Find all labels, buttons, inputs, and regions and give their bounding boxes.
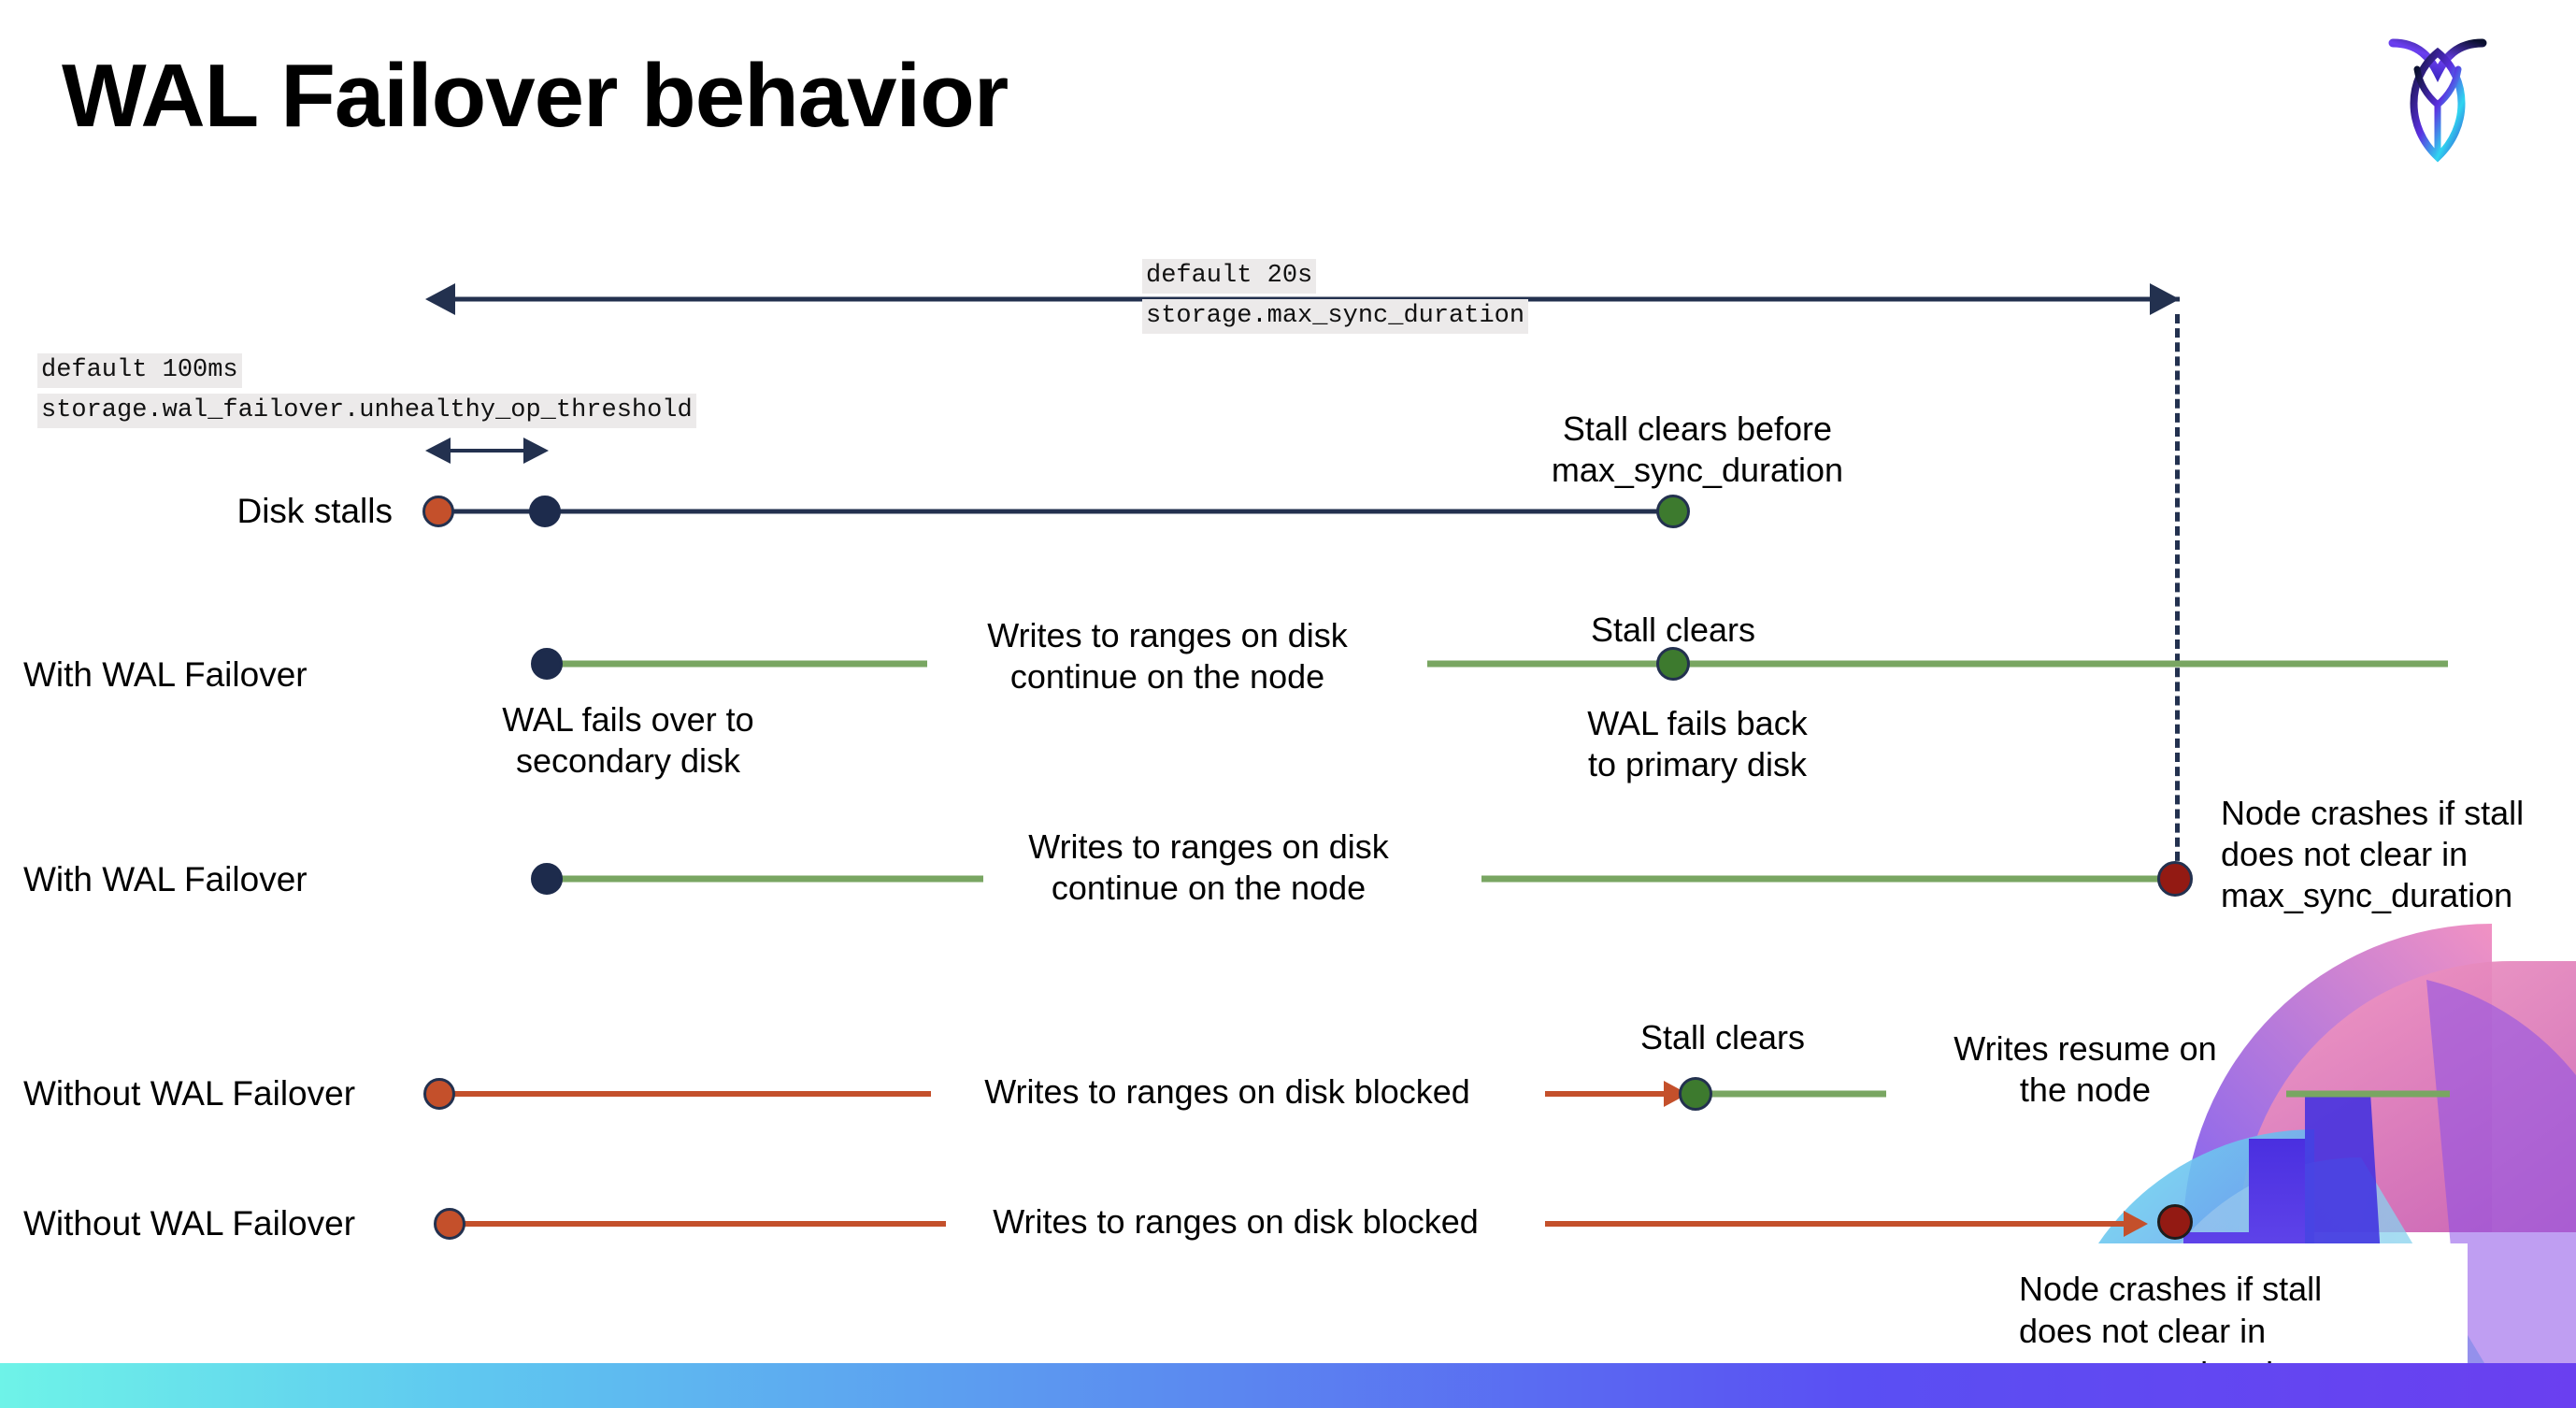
without-wal-failover-1-blocked-line-b	[1545, 1091, 1676, 1097]
max-sync-duration-setting-label: storage.max_sync_duration	[1142, 299, 1529, 334]
note-stall-clears-row4: Stall clears	[1639, 1018, 1806, 1056]
note-writes-resume-on-the-node: Writes resume on the node	[1953, 1029, 2217, 1109]
with-wal-failover-1-timeline-left	[546, 660, 927, 668]
unhealthy-op-span-left-arrowhead	[425, 438, 451, 464]
with-wal-failover-2-timeline-right	[1481, 875, 2175, 883]
without-wal-failover-2-blocked-line-b	[1545, 1221, 2129, 1227]
row-label-with-wal-failover-1: With WAL Failover	[23, 655, 308, 694]
note-wal-fails-back-to-primary-disk: WAL fails back to primary disk	[1587, 704, 1808, 783]
unhealthy-op-span-right-arrowhead	[523, 438, 549, 464]
note-node-crashes-row3: Node crashes if stall does not clear in …	[2221, 794, 2525, 914]
row-label-without-wal-failover-1: Without WAL Failover	[23, 1074, 356, 1113]
without-wal-failover-2-crash-dot	[2157, 1204, 2193, 1240]
with-wal-failover-1-timeline-right	[1427, 660, 2448, 668]
unhealthy-op-threshold-span-line	[449, 449, 529, 453]
without-wal-failover-1-clear-dot	[1679, 1077, 1712, 1111]
note-stall-clears-row2: Stall clears	[1590, 611, 1756, 649]
without-wal-failover-1-resume-line-b	[2286, 1090, 2450, 1098]
max-sync-span-left-arrowhead	[425, 283, 455, 315]
note-stall-clears-before-max-sync: Stall clears before max_sync_duration	[1551, 409, 1844, 489]
without-wal-failover-1-blocked-line-a	[447, 1091, 931, 1097]
cockroachdb-logo-icon	[2388, 38, 2487, 163]
without-wal-failover-2-blocked-arrowhead	[2124, 1211, 2148, 1237]
note-writes-blocked-row4: Writes to ranges on disk blocked	[984, 1072, 1470, 1111]
page-title: WAL Failover behavior	[62, 46, 1009, 146]
note-wal-fails-over-to-secondary-disk: WAL fails over to secondary disk	[502, 700, 754, 780]
row-label-without-wal-failover-2: Without WAL Failover	[23, 1204, 356, 1243]
disk-stalls-detect-dot	[529, 496, 561, 527]
note-writes-continue-row3: Writes to ranges on disk continue on the…	[1028, 827, 1389, 907]
disk-stalls-timeline	[437, 509, 1673, 514]
cockroachdb-logo	[2382, 26, 2494, 166]
max-sync-duration-drop-line	[2175, 314, 2180, 875]
without-wal-failover-2-blocked-line-a	[456, 1221, 946, 1227]
disk-stalls-start-dot	[422, 496, 454, 527]
unhealthy-op-threshold-setting-label: storage.wal_failover.unhealthy_op_thresh…	[37, 394, 696, 428]
with-wal-failover-1-failover-dot	[531, 648, 563, 680]
max-sync-duration-default-label: default 20s	[1142, 259, 1317, 294]
without-wal-failover-1-resume-line-a	[1707, 1090, 1886, 1098]
without-wal-failover-2-start-dot	[434, 1208, 465, 1240]
with-wal-failover-1-clear-dot	[1656, 647, 1690, 681]
with-wal-failover-2-failover-dot	[531, 863, 563, 895]
row-label-with-wal-failover-2: With WAL Failover	[23, 860, 308, 898]
with-wal-failover-2-crash-dot	[2157, 861, 2193, 897]
max-sync-span-right-arrowhead	[2150, 283, 2180, 315]
row-label-disk-stalls: Disk stalls	[236, 492, 393, 530]
bottom-gradient-bar	[0, 1363, 2576, 1408]
with-wal-failover-2-timeline-left	[546, 875, 983, 883]
note-writes-continue-row2: Writes to ranges on disk continue on the…	[987, 616, 1348, 696]
without-wal-failover-1-start-dot	[423, 1078, 455, 1110]
note-writes-blocked-row5: Writes to ranges on disk blocked	[993, 1202, 1479, 1241]
disk-stalls-clear-dot	[1656, 495, 1690, 528]
unhealthy-op-threshold-default-label: default 100ms	[37, 353, 242, 388]
